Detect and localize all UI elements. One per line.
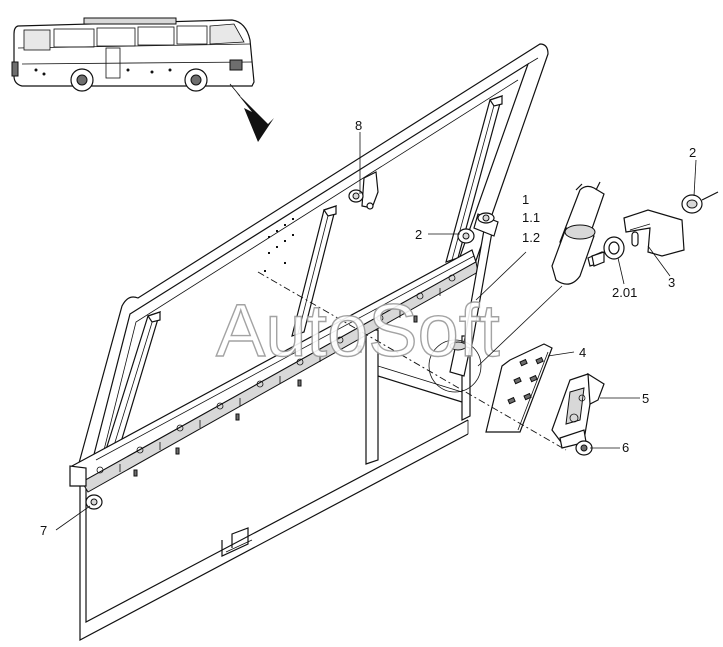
callout-2-bracket: 2	[689, 145, 696, 160]
watermark: AutoSoft	[216, 289, 500, 372]
bus-locator-thumbnail	[11, 17, 274, 142]
callout-1-1: 1.1	[522, 210, 540, 225]
assembly-axis-line	[257, 271, 567, 451]
door-frame	[69, 43, 549, 493]
callout-8: 8	[355, 118, 362, 133]
callout-3: 3	[668, 275, 675, 290]
leader-lines	[55, 132, 697, 531]
callout-6: 6	[622, 440, 629, 455]
detail-circle	[428, 339, 482, 393]
callout-5: 5	[642, 391, 649, 406]
callout-2-frame: 2	[415, 227, 422, 242]
lock-and-fasteners	[85, 171, 475, 510]
callout-1: 1	[522, 192, 529, 207]
bracket-assembly	[591, 191, 719, 267]
hatch-flap-panel	[79, 419, 469, 641]
callout-2-01: 2.01	[612, 285, 637, 300]
callout-4: 4	[579, 345, 586, 360]
location-arrow-icon	[236, 92, 274, 142]
callout-1-2: 1.2	[522, 230, 540, 245]
latch-assembly	[551, 372, 605, 456]
gas-strut-assembly	[449, 181, 605, 377]
mounting-plate	[485, 343, 553, 433]
callout-7: 7	[40, 523, 47, 538]
callout-labels: 8 2 1 1.1 1.2 2 3 2.01 4 5 6 7	[40, 118, 696, 538]
